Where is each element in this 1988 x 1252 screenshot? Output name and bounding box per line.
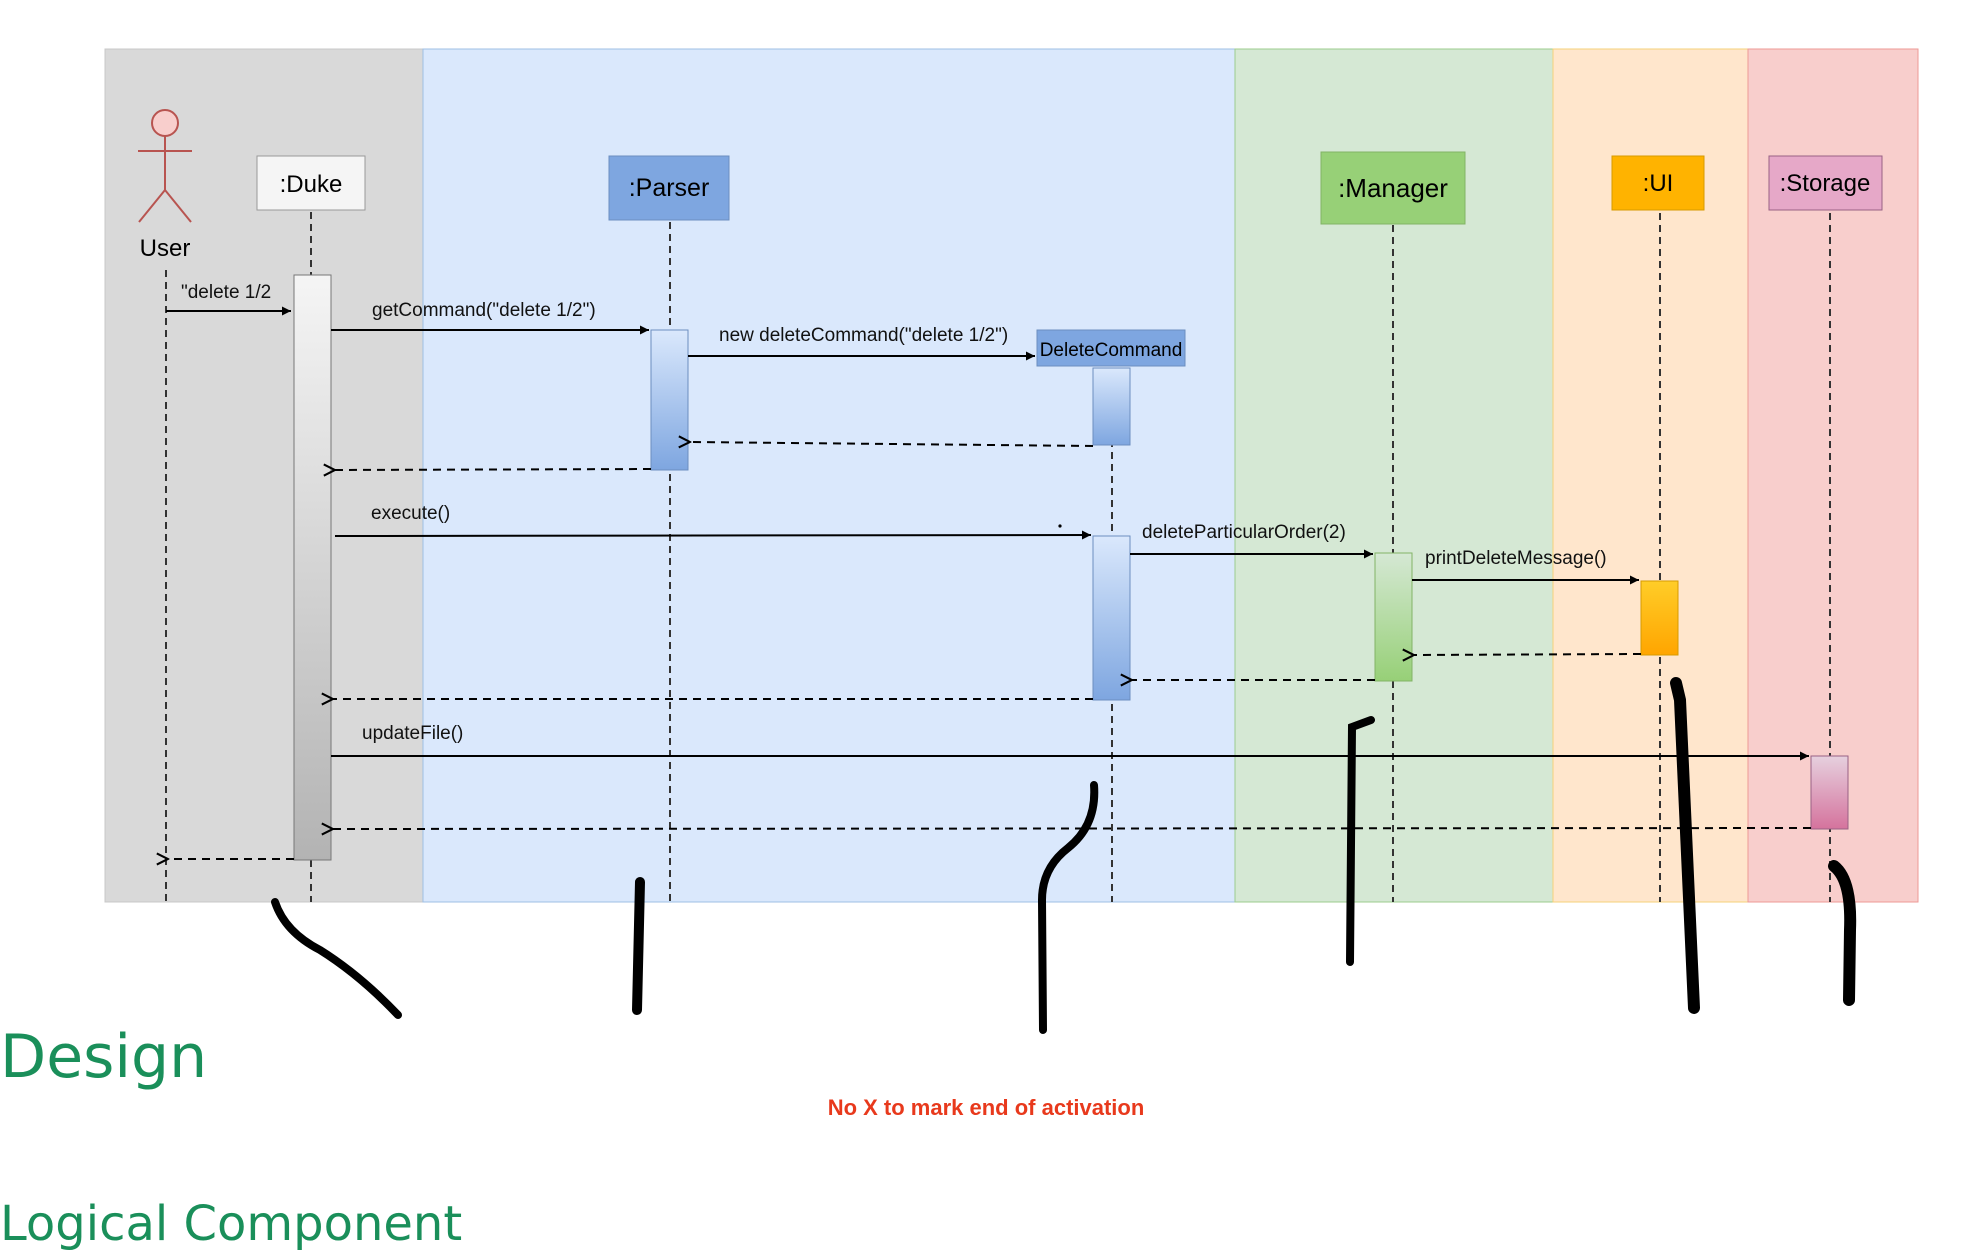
- stray-dot: [1058, 524, 1062, 528]
- activation-ui: [1640, 580, 1679, 656]
- svg-text::Parser: :Parser: [629, 174, 710, 202]
- pen-mark-parser: [632, 877, 645, 1015]
- pen-mark-ui: [1670, 677, 1700, 1014]
- pen-mark-deletecommand: [1037, 781, 1099, 1034]
- pen-mark-manager: [1346, 716, 1375, 966]
- msg-label-printdeletemessage: printDeleteMessage(): [1425, 548, 1607, 569]
- msg-label-new-deletecommand: new deleteCommand("delete 1/2"): [719, 325, 1008, 346]
- svg-text::Duke: :Duke: [280, 171, 343, 198]
- return-ui-to-manager: [1414, 654, 1642, 655]
- participant-ui: :UI: [1611, 155, 1705, 211]
- participant-deletecommand: DeleteCommand: [1036, 329, 1186, 367]
- annotation-note: No X to mark end of activation: [827, 1095, 1145, 1120]
- activation-duke: [293, 274, 332, 861]
- stick-figure-icon: [138, 109, 192, 223]
- participant-parser: :Parser: [608, 155, 730, 221]
- pen-mark-duke: [271, 898, 402, 1019]
- participant-manager: :Manager: [1320, 151, 1466, 225]
- activation-storage: [1810, 755, 1849, 830]
- msg-label-delete: "delete 1/2: [181, 282, 271, 303]
- svg-text::Manager: :Manager: [1338, 173, 1448, 203]
- activation-manager: [1374, 552, 1413, 682]
- page-subheading: Logical Component: [0, 1196, 463, 1252]
- msg-label-deleteparticularorder: deleteParticularOrder(2): [1142, 522, 1346, 543]
- participant-storage: :Storage: [1768, 155, 1883, 211]
- msg-label-getcommand: getCommand("delete 1/2"): [372, 300, 596, 321]
- msg-arrow-execute: [334, 530, 1092, 540]
- lane-parser: [422, 48, 1236, 903]
- pen-mark-storage: [1828, 860, 1857, 1006]
- svg-text::Storage: :Storage: [1780, 170, 1871, 197]
- actor-label: User: [140, 235, 191, 262]
- activation-deletecommand-2: [1092, 535, 1131, 701]
- msg-label-execute: execute(): [371, 503, 450, 524]
- return-parser-to-duke: [335, 469, 652, 470]
- page-heading: Design: [0, 1022, 208, 1092]
- msg-label-updatefile: updateFile(): [362, 723, 463, 744]
- sequence-diagram: User :Duke :Parser DeleteCommand :Manage…: [104, 48, 1919, 1034]
- activation-parser: [650, 329, 689, 471]
- return-deletecommand-to-parser: [690, 442, 1094, 446]
- svg-text::UI: :UI: [1643, 170, 1674, 197]
- handwritten-marks: [271, 677, 1857, 1034]
- activation-deletecommand-1: [1092, 367, 1131, 446]
- participant-duke: :Duke: [256, 155, 366, 211]
- svg-text:DeleteCommand: DeleteCommand: [1040, 340, 1183, 361]
